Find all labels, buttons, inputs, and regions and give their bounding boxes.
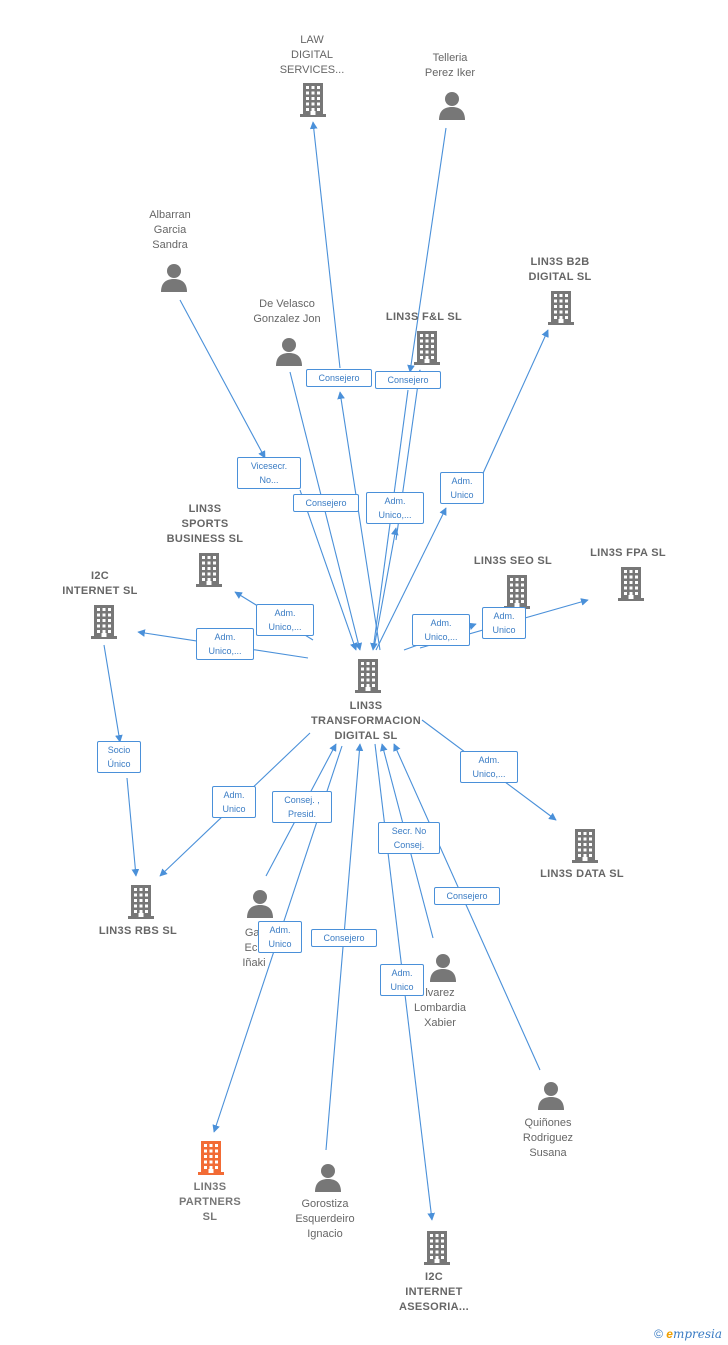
node-label-b2b: LIN3S B2B DIGITAL SL — [528, 256, 592, 283]
person-icon — [439, 92, 465, 120]
node-lin3s-fl[interactable] — [410, 330, 444, 366]
person-icon — [161, 264, 187, 292]
building-icon — [618, 567, 644, 601]
node-lin3s-data[interactable] — [568, 828, 602, 864]
edge-label-i2c-adm: Adm. Unico,... — [196, 628, 254, 660]
node-quinones-rodriguez-susana[interactable] — [535, 1080, 567, 1112]
edge-label-fpa-adm: Adm. Unico — [482, 607, 526, 639]
node-i2c-internet-asesoria[interactable] — [420, 1230, 454, 1266]
person-icon — [430, 954, 456, 982]
node-label-seo: LIN3S SEO SL — [473, 555, 553, 567]
node-albarran-garcia-sandra[interactable] — [158, 262, 190, 294]
node-lin3s-sports-business[interactable] — [192, 552, 226, 588]
node-lin3s-transformacion-digital[interactable] — [351, 658, 385, 694]
person-icon — [247, 890, 273, 918]
edge-15 — [103, 644, 123, 743]
node-label-develasco: De Velasco Gonzalez Jon — [253, 298, 321, 325]
person-icon — [538, 1082, 564, 1110]
building-icon — [504, 575, 530, 609]
building-icon — [355, 659, 381, 693]
node-label-telleria: Telleria Perez Iker — [424, 52, 476, 79]
building-icon — [91, 605, 117, 639]
edge-label-i2c-socio: Socio Único — [97, 741, 141, 773]
edge-21 — [393, 743, 541, 1071]
edge-16 — [126, 777, 140, 877]
building-icon — [300, 83, 326, 117]
edge-label-seo-adm: Adm. Unico,... — [412, 614, 470, 646]
edge-10 — [375, 507, 447, 651]
edge-8 — [373, 527, 399, 649]
node-lin3s-fpa[interactable] — [614, 566, 648, 602]
edge-label-fl-consejero: Consejero — [375, 371, 441, 389]
node-label-center: LIN3S TRANSFORMACION DIGITAL SL — [311, 700, 421, 742]
node-label-albarran: Albarran Garcia Sandra — [149, 209, 191, 251]
node-de-velasco-gonzalez-jon[interactable] — [273, 336, 305, 368]
edge-label-quinones-consejero: Consejero — [434, 887, 500, 905]
edge-label-rbs-adm: Adm. Unico — [212, 786, 256, 818]
node-lin3s-seo[interactable] — [500, 574, 534, 610]
node-label-gorostiza: Gorostiza Esquerdeiro Ignacio — [295, 1198, 355, 1240]
edge-label-alvarez-secr: Secr. No Consej. — [378, 822, 440, 854]
person-icon — [276, 338, 302, 366]
person-icon — [315, 1164, 341, 1192]
node-alvarez-lombardia-xabier[interactable] — [427, 952, 459, 984]
edge-4 — [179, 299, 266, 459]
node-lin3s-partners[interactable] — [194, 1140, 228, 1176]
edge-0 — [309, 121, 341, 369]
node-label-sports: LIN3S SPORTS BUSINESS SL — [166, 503, 244, 545]
edge-label-develasco-consejero: Consejero — [293, 494, 359, 512]
building-icon — [572, 829, 598, 863]
edge-6 — [299, 489, 358, 651]
node-label-quinones: Quiñones Rodriguez Susana — [522, 1117, 574, 1159]
node-label-data: LIN3S DATA SL — [540, 868, 624, 880]
node-label-rbs: LIN3S RBS SL — [98, 925, 178, 937]
node-lin3s-b2b-digital[interactable] — [544, 290, 578, 326]
edge-label-partners-adm: Adm. Unico — [258, 921, 302, 953]
edge-label-i2casesoria-adm: Adm. Unico — [380, 964, 424, 996]
node-label-i2c: I2C INTERNET SL — [62, 570, 138, 597]
building-icon — [128, 885, 154, 919]
node-law-digital-services[interactable] — [296, 82, 330, 118]
empresia-logo: © empresia — [654, 1327, 722, 1341]
node-gorostiza-esquerdeiro-ignacio[interactable] — [312, 1162, 344, 1194]
building-icon — [196, 553, 222, 587]
edge-1 — [337, 391, 381, 651]
node-lin3s-rbs[interactable] — [124, 884, 158, 920]
node-label-i2casesoria: I2C INTERNET ASESORIA... — [399, 1271, 469, 1313]
edge-23 — [325, 743, 364, 1151]
edge-label-data-adm: Adm. Unico,... — [460, 751, 518, 783]
node-garcia-echeverria-inaki[interactable] — [244, 888, 276, 920]
edge-label-b2b-adm: Adm. Unico — [440, 472, 484, 504]
building-icon — [548, 291, 574, 325]
building-icon — [424, 1231, 450, 1265]
building-icon — [198, 1141, 224, 1175]
edge-label-fl-adm: Adm. Unico,... — [366, 492, 424, 524]
node-label-fpa: LIN3S FPA SL — [590, 547, 666, 559]
node-label-alvarez: lvarez Lombardia Xabier — [414, 987, 466, 1029]
node-telleria-perez-iker[interactable] — [436, 90, 468, 122]
building-icon — [414, 331, 440, 365]
edge-label-albarran-vicesecr: Vicesecr. No... — [237, 457, 301, 489]
copyright-icon: © — [654, 1327, 663, 1341]
edge-label-gorostiza-consejero: Consejero — [311, 929, 377, 947]
edge-2 — [407, 127, 447, 373]
edge-label-law-consejero: Consejero — [306, 369, 372, 387]
node-label-fl: LIN3S F&L SL — [385, 311, 463, 323]
node-label-partners: LIN3S PARTNERS SL — [178, 1181, 242, 1223]
edge-label-sports-adm: Adm. Unico,... — [256, 604, 314, 636]
node-label-law: LAW DIGITAL SERVICES... — [279, 34, 345, 76]
edge-label-garcia-consej: Consej. , Presid. — [272, 791, 332, 823]
node-i2c-internet[interactable] — [87, 604, 121, 640]
